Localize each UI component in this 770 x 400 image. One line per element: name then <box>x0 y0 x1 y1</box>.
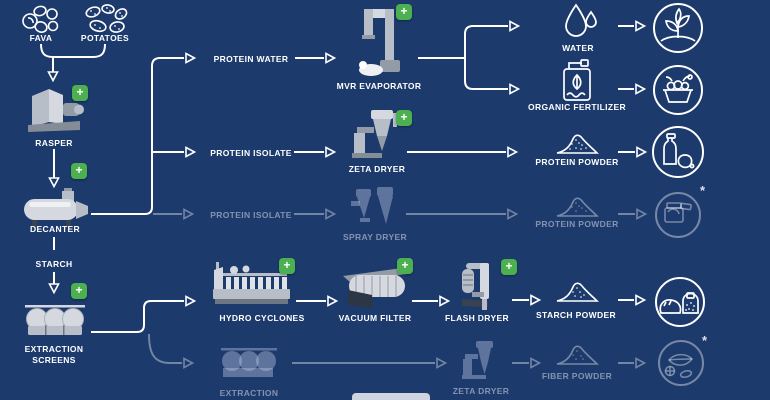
bakery-starch-circle-icon <box>655 277 705 327</box>
screens-branch-line <box>91 300 184 333</box>
label-hydro-cyclones: HYDRO CYCLONES <box>219 313 305 323</box>
label-protein-water: PROTEIN WATER <box>213 54 289 64</box>
label-rasper: RASPER <box>35 138 73 148</box>
mvr-evaporator-machine <box>359 9 400 76</box>
spray-dryer-machine-faded <box>351 187 393 224</box>
label-decanter: DECANTER <box>29 224 81 234</box>
protein-powder-icon <box>556 134 599 154</box>
mvr-split-line <box>418 25 508 90</box>
fava-beans-icon <box>22 5 59 33</box>
vacuum-filter-machine <box>343 268 407 308</box>
add-button-rasper[interactable]: + <box>72 85 88 101</box>
label-potatoes: POTATOES <box>80 33 130 43</box>
protein-powder-icon-faded <box>556 197 599 217</box>
starch-powder-icon <box>556 282 599 302</box>
add-button-flash-dryer[interactable]: + <box>501 259 517 275</box>
label-vacuum-filter: VACUUM FILTER <box>338 313 412 323</box>
sources-merge-line <box>40 43 106 72</box>
cropped-bottom-element <box>352 393 430 400</box>
hydro-cyclones-machine <box>213 262 290 304</box>
faded-arrowheads <box>183 208 648 369</box>
asterisk-fiber-powder: * <box>702 333 708 348</box>
potatoes-icon <box>85 4 128 33</box>
extraction-machine-faded <box>221 348 277 377</box>
fiber-foods-circle-icon-faded <box>658 340 704 386</box>
label-fava: FAVA <box>29 33 53 43</box>
zeta-dryer-machine-faded <box>462 341 493 379</box>
label-protein-powder: PROTEIN POWDER <box>535 157 619 167</box>
label-extraction-screens-line2: SCREENS <box>32 355 76 365</box>
extraction-screens-machine <box>25 305 85 335</box>
label-spray-dryer-faded: SPRAY DRYER <box>342 232 408 242</box>
label-organic-fertilizer: ORGANIC FERTILIZER <box>528 102 626 112</box>
zeta-dryer-machine <box>352 110 397 158</box>
active-arrowheads <box>47 20 648 307</box>
add-button-hydro-cyclones[interactable]: + <box>279 258 295 274</box>
add-button-decanter[interactable]: + <box>71 163 87 179</box>
produce-basket-circle-icon <box>653 65 703 115</box>
decanter-branch-line <box>91 57 184 215</box>
flash-dryer-machine <box>462 263 489 310</box>
label-extraction-screens-line1: EXTRACTION <box>24 344 84 354</box>
label-protein-isolate: PROTEIN ISOLATE <box>210 148 292 158</box>
add-button-zeta-dryer[interactable]: + <box>396 110 412 126</box>
label-water: WATER <box>562 43 594 53</box>
faded-connectors <box>148 213 635 364</box>
label-protein-powder-faded: PROTEIN POWDER <box>535 219 619 229</box>
label-extraction-faded: EXTRACTION <box>219 388 279 398</box>
water-drops-icon <box>565 3 597 37</box>
protein-supplement-circle-icon-faded <box>655 192 701 238</box>
label-zeta-dryer: ZETA DRYER <box>348 164 406 174</box>
screens-faded-branch-line <box>148 333 182 364</box>
label-flash-dryer: FLASH DRYER <box>445 313 509 323</box>
protein-foods-circle-icon <box>652 126 704 178</box>
label-protein-isolate-faded: PROTEIN ISOLATE <box>210 210 292 220</box>
label-fiber-powder: FIBER POWDER <box>541 371 613 381</box>
add-button-vacuum-filter[interactable]: + <box>397 258 413 274</box>
active-connectors <box>40 25 635 333</box>
rasper-machine <box>28 89 84 132</box>
label-mvr-evaporator: MVR EVAPORATOR <box>336 81 422 91</box>
agriculture-plant-circle-icon <box>653 3 703 53</box>
organic-fertilizer-can-icon <box>563 59 591 101</box>
add-button-mvr-evaporator[interactable]: + <box>396 4 412 20</box>
add-button-extraction-screens[interactable]: + <box>71 283 87 299</box>
label-zeta-dryer-faded: ZETA DRYER <box>452 386 510 396</box>
label-starch: STARCH <box>35 259 73 269</box>
asterisk-protein-powder-alt: * <box>700 183 706 198</box>
fiber-powder-icon-faded <box>556 345 599 365</box>
decanter-machine <box>24 188 88 228</box>
label-starch-powder: STARCH POWDER <box>536 310 616 320</box>
